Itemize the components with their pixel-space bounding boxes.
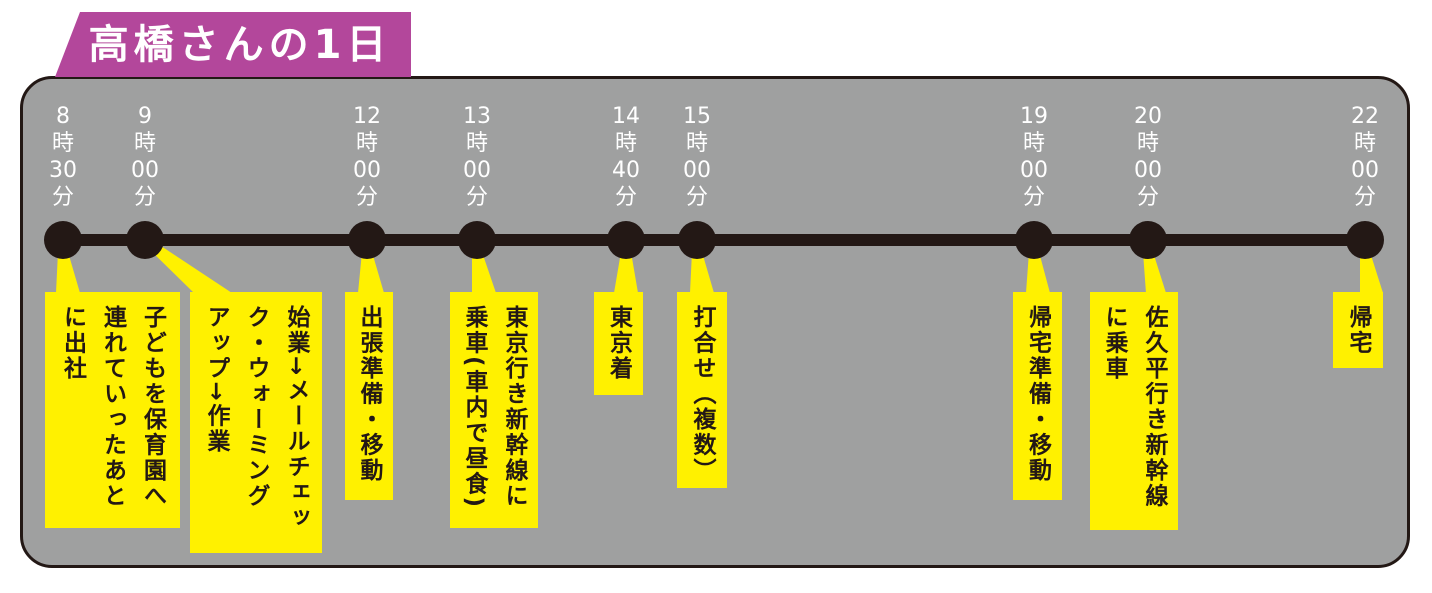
time-hour-unit: 時 xyxy=(1022,131,1045,156)
time-label: 14 時 40 分 xyxy=(596,103,656,211)
timeline-dot xyxy=(44,221,82,259)
time-minute: 00 xyxy=(1020,158,1048,183)
time-hour: 14 xyxy=(612,104,640,129)
time-minute-unit: 分 xyxy=(51,185,74,210)
time-hour-unit: 時 xyxy=(133,131,156,156)
time-hour-unit: 時 xyxy=(614,131,637,156)
time-minute-unit: 分 xyxy=(685,185,708,210)
time-hour: 8 xyxy=(56,104,70,129)
time-hour: 19 xyxy=(1020,104,1048,129)
time-minute-unit: 分 xyxy=(355,185,378,210)
event-callout: 帰宅 xyxy=(1333,292,1383,368)
callout-text-line: 乗車(車内で昼食) xyxy=(461,305,487,510)
callout-text-line: アップ→作業 xyxy=(203,305,229,455)
time-hour: 15 xyxy=(683,104,711,129)
time-hour-unit: 時 xyxy=(685,131,708,156)
event-callout: 打合せ（複数） xyxy=(677,292,727,488)
time-minute-unit: 分 xyxy=(614,185,637,210)
callout-text-line: 子どもを保育園へ xyxy=(139,305,166,509)
event-callout: 佐久平行き新幹線 に乗車 xyxy=(1090,292,1178,530)
time-label: 20 時 00 分 xyxy=(1118,103,1178,211)
time-hour-unit: 時 xyxy=(1353,131,1376,156)
callout-text-line: 東京着 xyxy=(605,305,632,382)
time-minute: 00 xyxy=(1134,158,1162,183)
time-hour: 13 xyxy=(463,104,491,129)
time-hour-unit: 時 xyxy=(355,131,378,156)
timeline-dot xyxy=(348,221,386,259)
time-minute: 00 xyxy=(463,158,491,183)
callout-text-line: 帰宅準備・移動 xyxy=(1024,305,1051,484)
callout-text-line: 連れていったあと xyxy=(99,305,126,509)
time-minute: 00 xyxy=(683,158,711,183)
callout-text-line: に乗車 xyxy=(1101,305,1127,382)
time-label: 15 時 00 分 xyxy=(667,103,727,211)
callout-text-line: 佐久平行き新幹線 xyxy=(1141,305,1167,509)
callout-text-line: 東京行き新幹線に xyxy=(501,305,527,509)
timeline-dot xyxy=(607,221,645,259)
time-label: 19 時 00 分 xyxy=(1004,103,1064,211)
callout-text-line: 帰宅 xyxy=(1345,305,1371,356)
time-label: 8 時 30 分 xyxy=(33,103,93,211)
time-hour-unit: 時 xyxy=(51,131,74,156)
time-minute-unit: 分 xyxy=(465,185,488,210)
event-callout: 出張準備・移動 xyxy=(345,292,393,500)
time-label: 22 時 00 分 xyxy=(1335,103,1395,211)
time-hour-unit: 時 xyxy=(465,131,488,156)
time-hour: 9 xyxy=(138,104,152,129)
time-minute: 00 xyxy=(1351,158,1379,183)
event-callout: 東京行き新幹線に 乗車(車内で昼食) xyxy=(450,292,538,528)
time-minute-unit: 分 xyxy=(1136,185,1159,210)
time-minute-unit: 分 xyxy=(133,185,156,210)
event-callout: 帰宅準備・移動 xyxy=(1013,292,1062,500)
time-label: 13 時 00 分 xyxy=(447,103,507,211)
callout-text-line: 出張準備・移動 xyxy=(356,305,382,484)
callout-text-line: に出社 xyxy=(59,305,86,382)
timeline-dot xyxy=(458,221,496,259)
time-hour: 20 xyxy=(1134,104,1162,129)
timeline-dot xyxy=(1346,221,1384,259)
time-minute: 30 xyxy=(49,158,77,183)
time-minute: 40 xyxy=(612,158,640,183)
timeline-dot xyxy=(678,221,716,259)
callout-text-line: 始業→メールチェッ xyxy=(283,305,309,531)
callout-text-line: 打合せ（複数） xyxy=(689,305,715,484)
event-callout: 始業→メールチェッ ク・ウォーミング アップ→作業 xyxy=(190,292,322,553)
time-label: 9 時 00 分 xyxy=(115,103,175,211)
time-minute: 00 xyxy=(353,158,381,183)
event-callout: 子どもを保育園へ 連れていったあと に出社 xyxy=(45,292,180,528)
time-minute-unit: 分 xyxy=(1353,185,1376,210)
page-title: 高橋さんの1日 xyxy=(88,21,392,68)
time-minute-unit: 分 xyxy=(1022,185,1045,210)
timeline-dot xyxy=(1015,221,1053,259)
timeline-dot xyxy=(126,221,164,259)
time-hour: 12 xyxy=(353,104,381,129)
time-label: 12 時 00 分 xyxy=(337,103,397,211)
time-hour: 22 xyxy=(1351,104,1379,129)
callout-text-line: ク・ウォーミング xyxy=(243,305,269,509)
time-hour-unit: 時 xyxy=(1136,131,1159,156)
event-callout: 東京着 xyxy=(594,292,643,395)
title-tab: 高橋さんの1日 xyxy=(55,12,411,77)
time-minute: 00 xyxy=(131,158,159,183)
timeline-dot xyxy=(1129,221,1167,259)
